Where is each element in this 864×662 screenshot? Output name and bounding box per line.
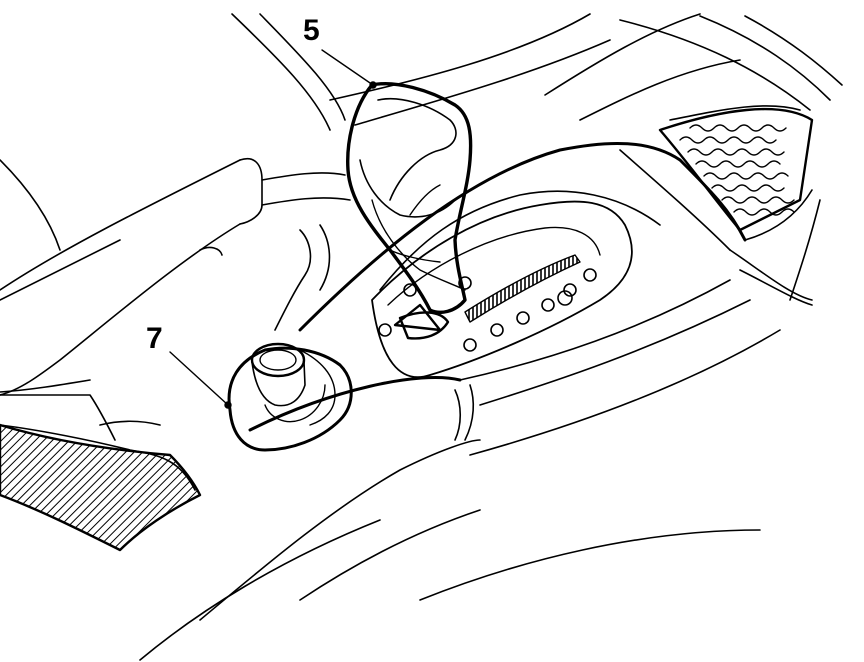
callout-label-5: 5 (303, 14, 320, 47)
seat-outline (0, 158, 351, 491)
leader-line-5 (321, 49, 374, 86)
callout-leaders (169, 49, 377, 409)
wavy-texture-panel (658, 107, 814, 232)
gear-selector-lever (346, 82, 473, 314)
hatched-floor-panel (0, 423, 202, 552)
console-body (139, 141, 813, 661)
leader-line-7 (169, 351, 229, 406)
callout-label-7: 7 (146, 322, 163, 355)
leader-dot-7 (224, 401, 232, 409)
leader-dot-5 (369, 81, 377, 89)
shift-gate-panel (371, 200, 633, 378)
cup-holder (227, 342, 353, 452)
